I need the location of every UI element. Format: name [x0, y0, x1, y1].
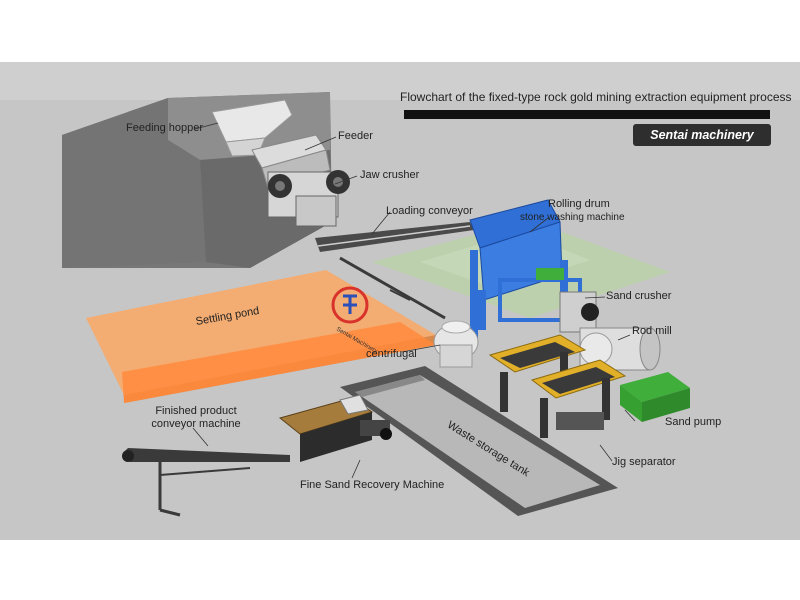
label-feeding-hopper: Feeding hopper	[126, 122, 204, 134]
label-fine-sand-recovery: Fine Sand Recovery Machine	[300, 479, 445, 491]
label-jaw-crusher: Jaw crusher	[360, 169, 420, 181]
jig-separator-machines	[488, 334, 627, 438]
label-sand-pump: Sand pump	[665, 416, 722, 428]
finished-product-conveyor	[122, 448, 290, 517]
label-rolling-drum-line1: Rolling drum	[548, 198, 610, 210]
loading-conveyor	[315, 222, 474, 320]
label-loading-conveyor: Loading conveyor	[386, 205, 473, 217]
brand-badge	[633, 124, 771, 146]
label-centrifugal: centrifugal	[366, 348, 417, 360]
label-rod-mill: Rod mill	[632, 325, 672, 337]
diagram-title: Flowchart of the fixed-type rock gold mi…	[400, 90, 792, 104]
label-finished-product-line1: Finished product	[155, 405, 237, 417]
label-finished-product-line2: conveyor machine	[151, 418, 241, 430]
waste-storage-tank-pit	[340, 366, 618, 516]
leader-lines	[192, 122, 636, 479]
label-sand-crusher: Sand crusher	[606, 290, 672, 302]
rolling-drum-washer	[469, 199, 582, 340]
centrifugal-machine	[433, 320, 479, 368]
sand-pump-machine	[620, 372, 690, 422]
jaw-crusher-machine	[267, 170, 350, 227]
sky-fade	[0, 62, 800, 100]
title-underline-bar	[404, 110, 770, 119]
label-jig-separator: Jig separator	[612, 456, 676, 468]
feeding-hopper	[211, 99, 293, 157]
fine-sand-recovery-machine	[278, 394, 392, 462]
label-rolling-drum-line2: stone washing machine	[520, 212, 625, 223]
sand-crusher-machine	[559, 291, 599, 333]
label-feeder: Feeder	[338, 130, 373, 142]
brand-name: Sentai machinery	[650, 128, 754, 142]
